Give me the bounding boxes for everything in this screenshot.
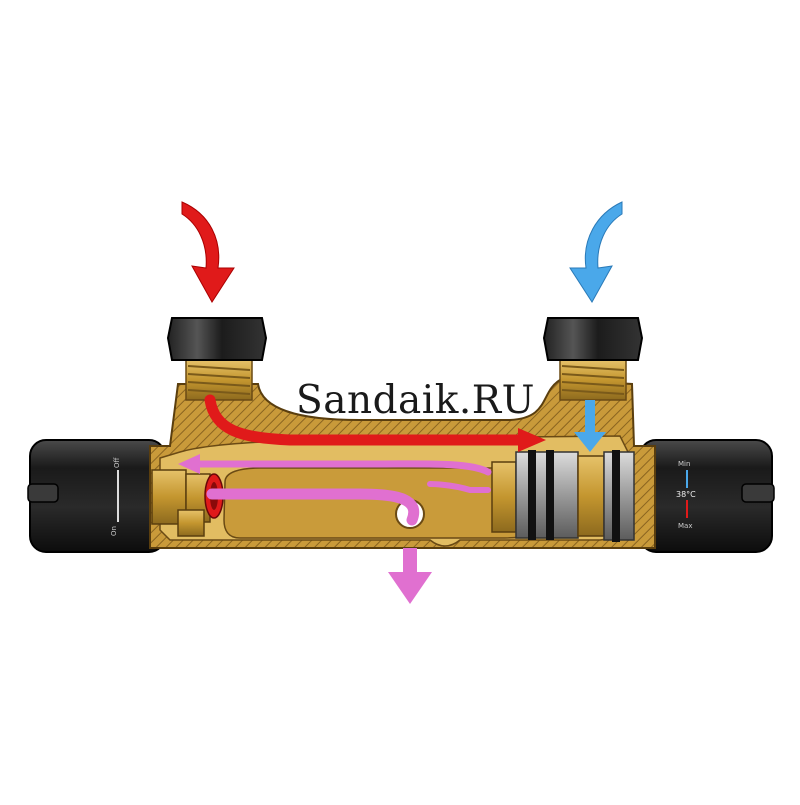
- left-knob: Off On: [27, 439, 166, 553]
- right-knob-temp-label: 38°C: [676, 490, 696, 499]
- right-knob: Min 38°C Max: [639, 439, 775, 553]
- mixed-flow-path: [178, 454, 492, 604]
- right-knob-grip: [741, 483, 775, 503]
- cold-water-inlet-arrow: [569, 201, 623, 303]
- cold-flow-path: [574, 400, 606, 452]
- thermostatic-cartridge: [491, 450, 635, 542]
- left-knob-off-label: Off: [113, 457, 121, 468]
- hot-inlet-fitting: [166, 317, 268, 401]
- cold-inlet-fitting: [542, 317, 644, 401]
- left-knob-grip: [27, 483, 59, 503]
- hot-water-inlet-arrow: [181, 201, 235, 303]
- left-knob-on-label: On: [110, 526, 118, 536]
- watermark: Sandaik.RU: [296, 378, 536, 423]
- right-knob-max-label: Max: [678, 522, 692, 530]
- hot-flow-path: [204, 394, 546, 452]
- right-knob-min-label: Min: [678, 460, 690, 468]
